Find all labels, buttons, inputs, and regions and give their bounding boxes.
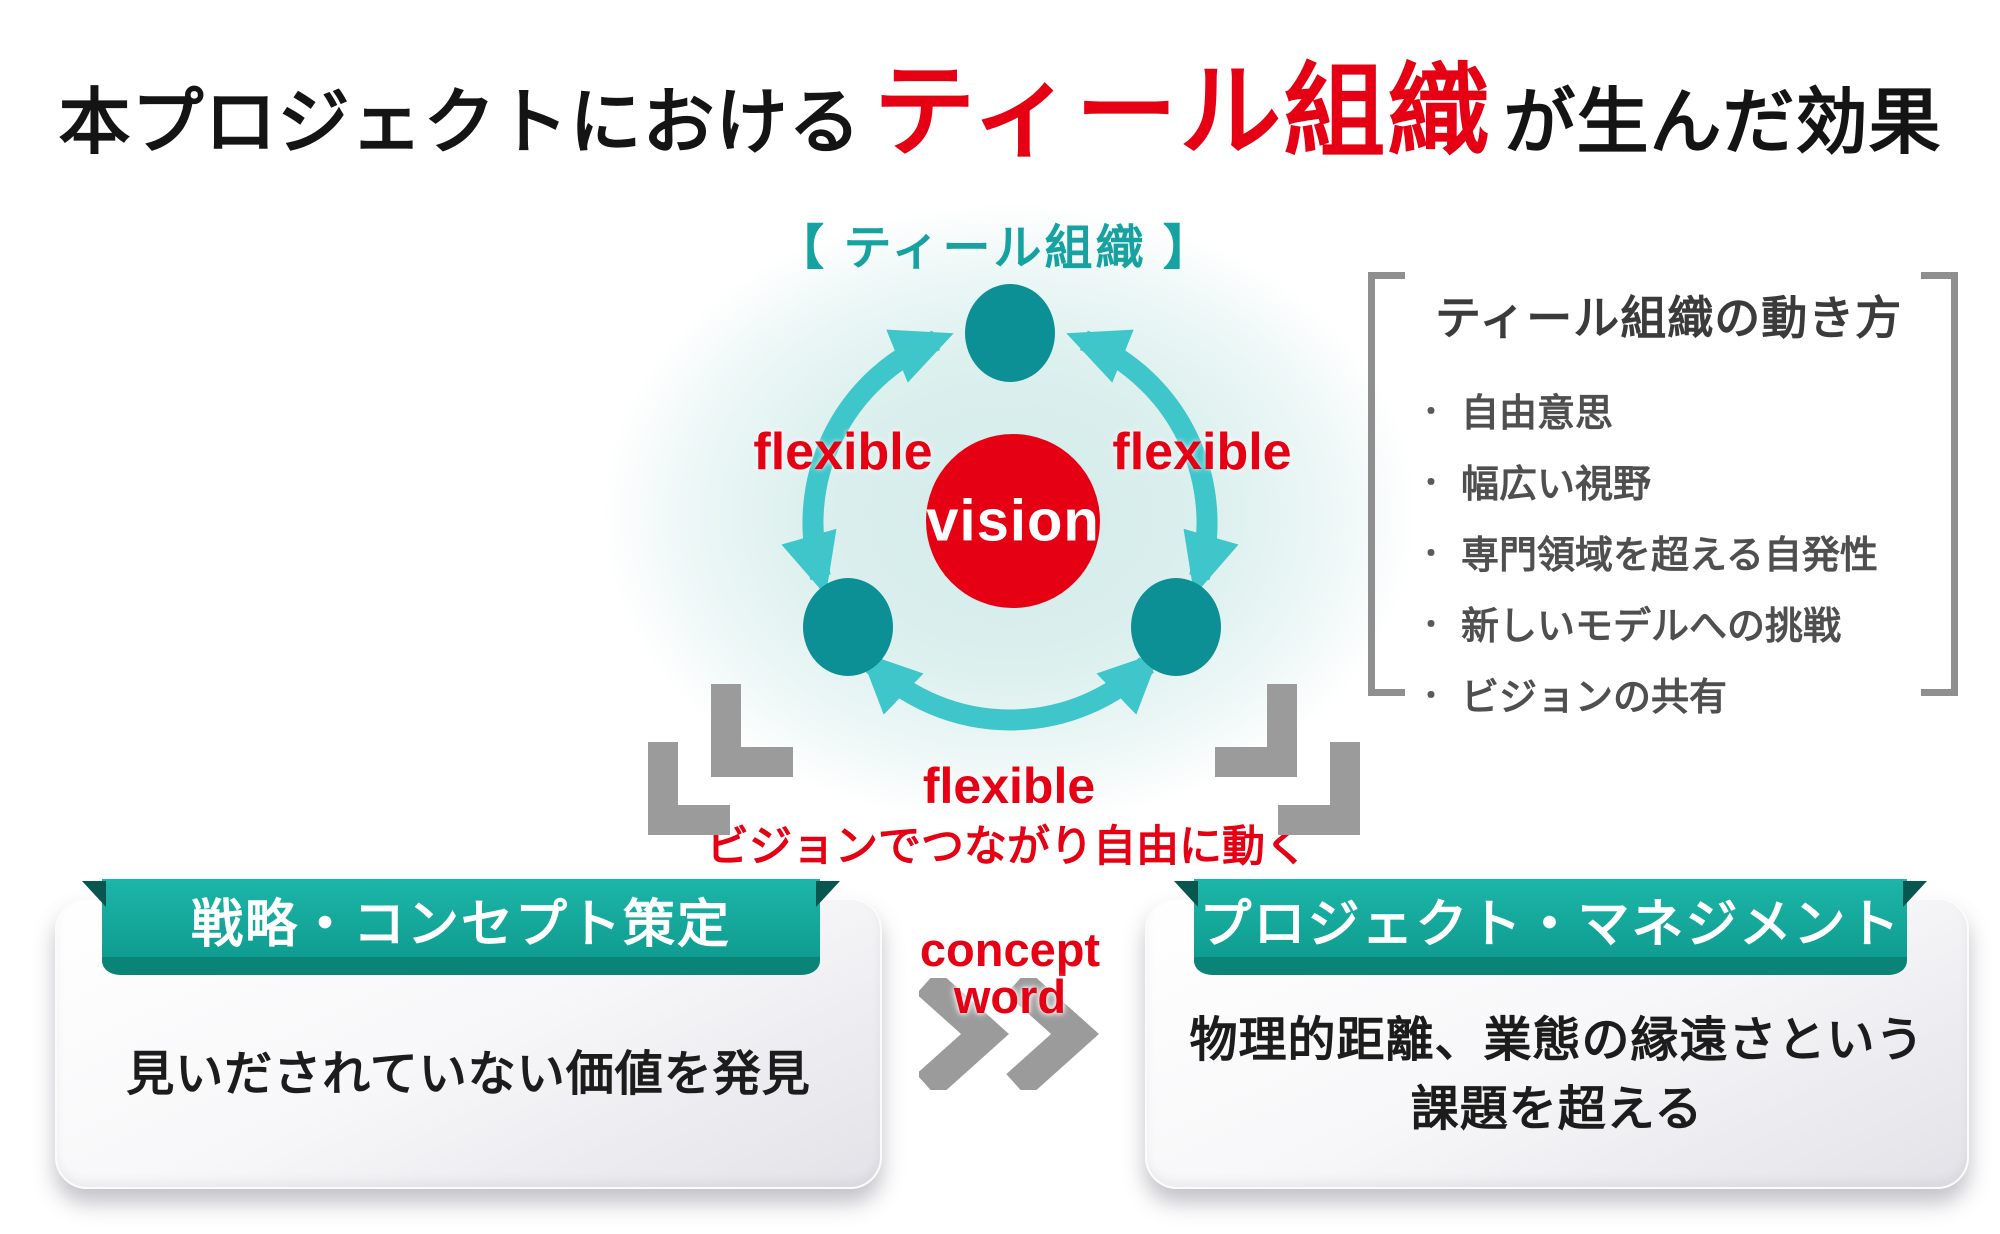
concept-word-connector: concept word xyxy=(905,920,1115,1100)
bullet-icon: ・ xyxy=(1417,608,1446,640)
teal-behavior-panel: ティール組織の動き方 ・自由意思 ・幅広い視野 ・専門領域を超える自発性 ・新し… xyxy=(1368,272,1958,719)
arc-arrow-left xyxy=(781,329,954,596)
bracket-corner-icon xyxy=(1921,689,1951,696)
project-management-ribbon: プロジェクト・マネジメント xyxy=(1174,879,1927,975)
card-header-label: プロジェクト・マネジメント xyxy=(1199,895,1902,954)
bullet-icon: ・ xyxy=(1417,679,1446,711)
member-node-bottom-left xyxy=(803,578,893,676)
list-item: ・幅広い視野 xyxy=(1417,445,1951,516)
bracket-corner-icon xyxy=(1921,272,1951,279)
down-left-arrow-icon xyxy=(648,684,793,835)
bullet-icon: ・ xyxy=(1417,395,1446,427)
flexible-label-right: flexible xyxy=(1112,423,1292,481)
flexible-label-bottom: flexible xyxy=(922,758,1096,814)
ribbon-fold-icon xyxy=(816,881,840,907)
page-title: 本プロジェクトにおける ティール組織 が生んだ効果 xyxy=(0,30,2000,177)
card-body-line: 課題を超える xyxy=(1410,1082,1704,1136)
card-body-text: 物理的距離、業態の縁遠さという 課題を超える xyxy=(1147,900,1967,1187)
concept-word-line: word xyxy=(953,970,1067,1023)
list-item-label: ビジョンの共有 xyxy=(1461,677,1728,719)
vision-circle xyxy=(926,434,1100,608)
concept-word-line: concept xyxy=(919,923,1101,976)
list-item-label: 自由意思 xyxy=(1461,393,1614,435)
strategy-concept-ribbon: 戦略・コンセプト策定 xyxy=(82,879,840,975)
list-item-label: 幅広い視野 xyxy=(1461,464,1652,506)
diagram-tagline: ビジョンでつながり自由に動く xyxy=(706,823,1308,871)
diagram-header: 【 ティール組織 】 xyxy=(776,222,1214,275)
strategy-concept-card: 戦略・コンセプト策定 見いだされていない価値を発見 xyxy=(55,879,882,1189)
double-chevron-right-icon xyxy=(919,978,1099,1090)
arc-arrow-right xyxy=(1066,329,1239,596)
member-node-bottom-right xyxy=(1131,578,1221,676)
panel-item-list: ・自由意思 ・幅広い視野 ・専門領域を超える自発性 ・新しいモデルへの挑戦 ・ビ… xyxy=(1417,374,1951,729)
card-header-label: 戦略・コンセプト策定 xyxy=(190,895,731,954)
ribbon-fold-icon xyxy=(82,881,106,907)
flexible-label-left: flexible xyxy=(753,423,933,481)
member-node-top xyxy=(965,284,1055,382)
title-suffix: が生んだ効果 xyxy=(1503,83,1942,163)
vision-label: vision xyxy=(926,488,1100,554)
down-right-arrow-icon xyxy=(1215,684,1360,835)
teal-cycle-graphic xyxy=(781,284,1239,731)
card-body-line: 物理的距離、業態の縁遠さという xyxy=(1189,1014,1925,1068)
member-nodes xyxy=(803,284,1221,676)
flexible-arrows xyxy=(781,329,1239,731)
concept-word-label: concept word xyxy=(905,920,1115,1020)
list-item: ・自由意思 xyxy=(1417,374,1951,445)
bullet-icon: ・ xyxy=(1417,537,1446,569)
card-body-text: 見いだされていない価値を発見 xyxy=(57,900,880,1187)
bracket-corner-icon xyxy=(1375,689,1405,696)
list-item: ・専門領域を超える自発性 xyxy=(1417,516,1951,587)
bullet-icon: ・ xyxy=(1417,466,1446,498)
card-body-line: 見いだされていない価値を発見 xyxy=(126,1048,811,1102)
bracket-corner-icon xyxy=(1375,272,1405,279)
project-management-card: プロジェクト・マネジメント 物理的距離、業態の縁遠さという 課題を超える xyxy=(1145,879,1969,1189)
list-item-label: 新しいモデルへの挑戦 xyxy=(1461,606,1842,648)
ribbon-fold-icon xyxy=(1174,881,1198,907)
ribbon-fold-icon xyxy=(1903,881,1927,907)
arc-arrow-bottom xyxy=(859,651,1161,731)
list-item: ・ビジョンの共有 xyxy=(1417,658,1951,729)
list-item-label: 専門領域を超える自発性 xyxy=(1461,535,1878,577)
list-item: ・新しいモデルへの挑戦 xyxy=(1417,587,1951,658)
panel-title: ティール組織の動き方 xyxy=(1435,292,1903,344)
